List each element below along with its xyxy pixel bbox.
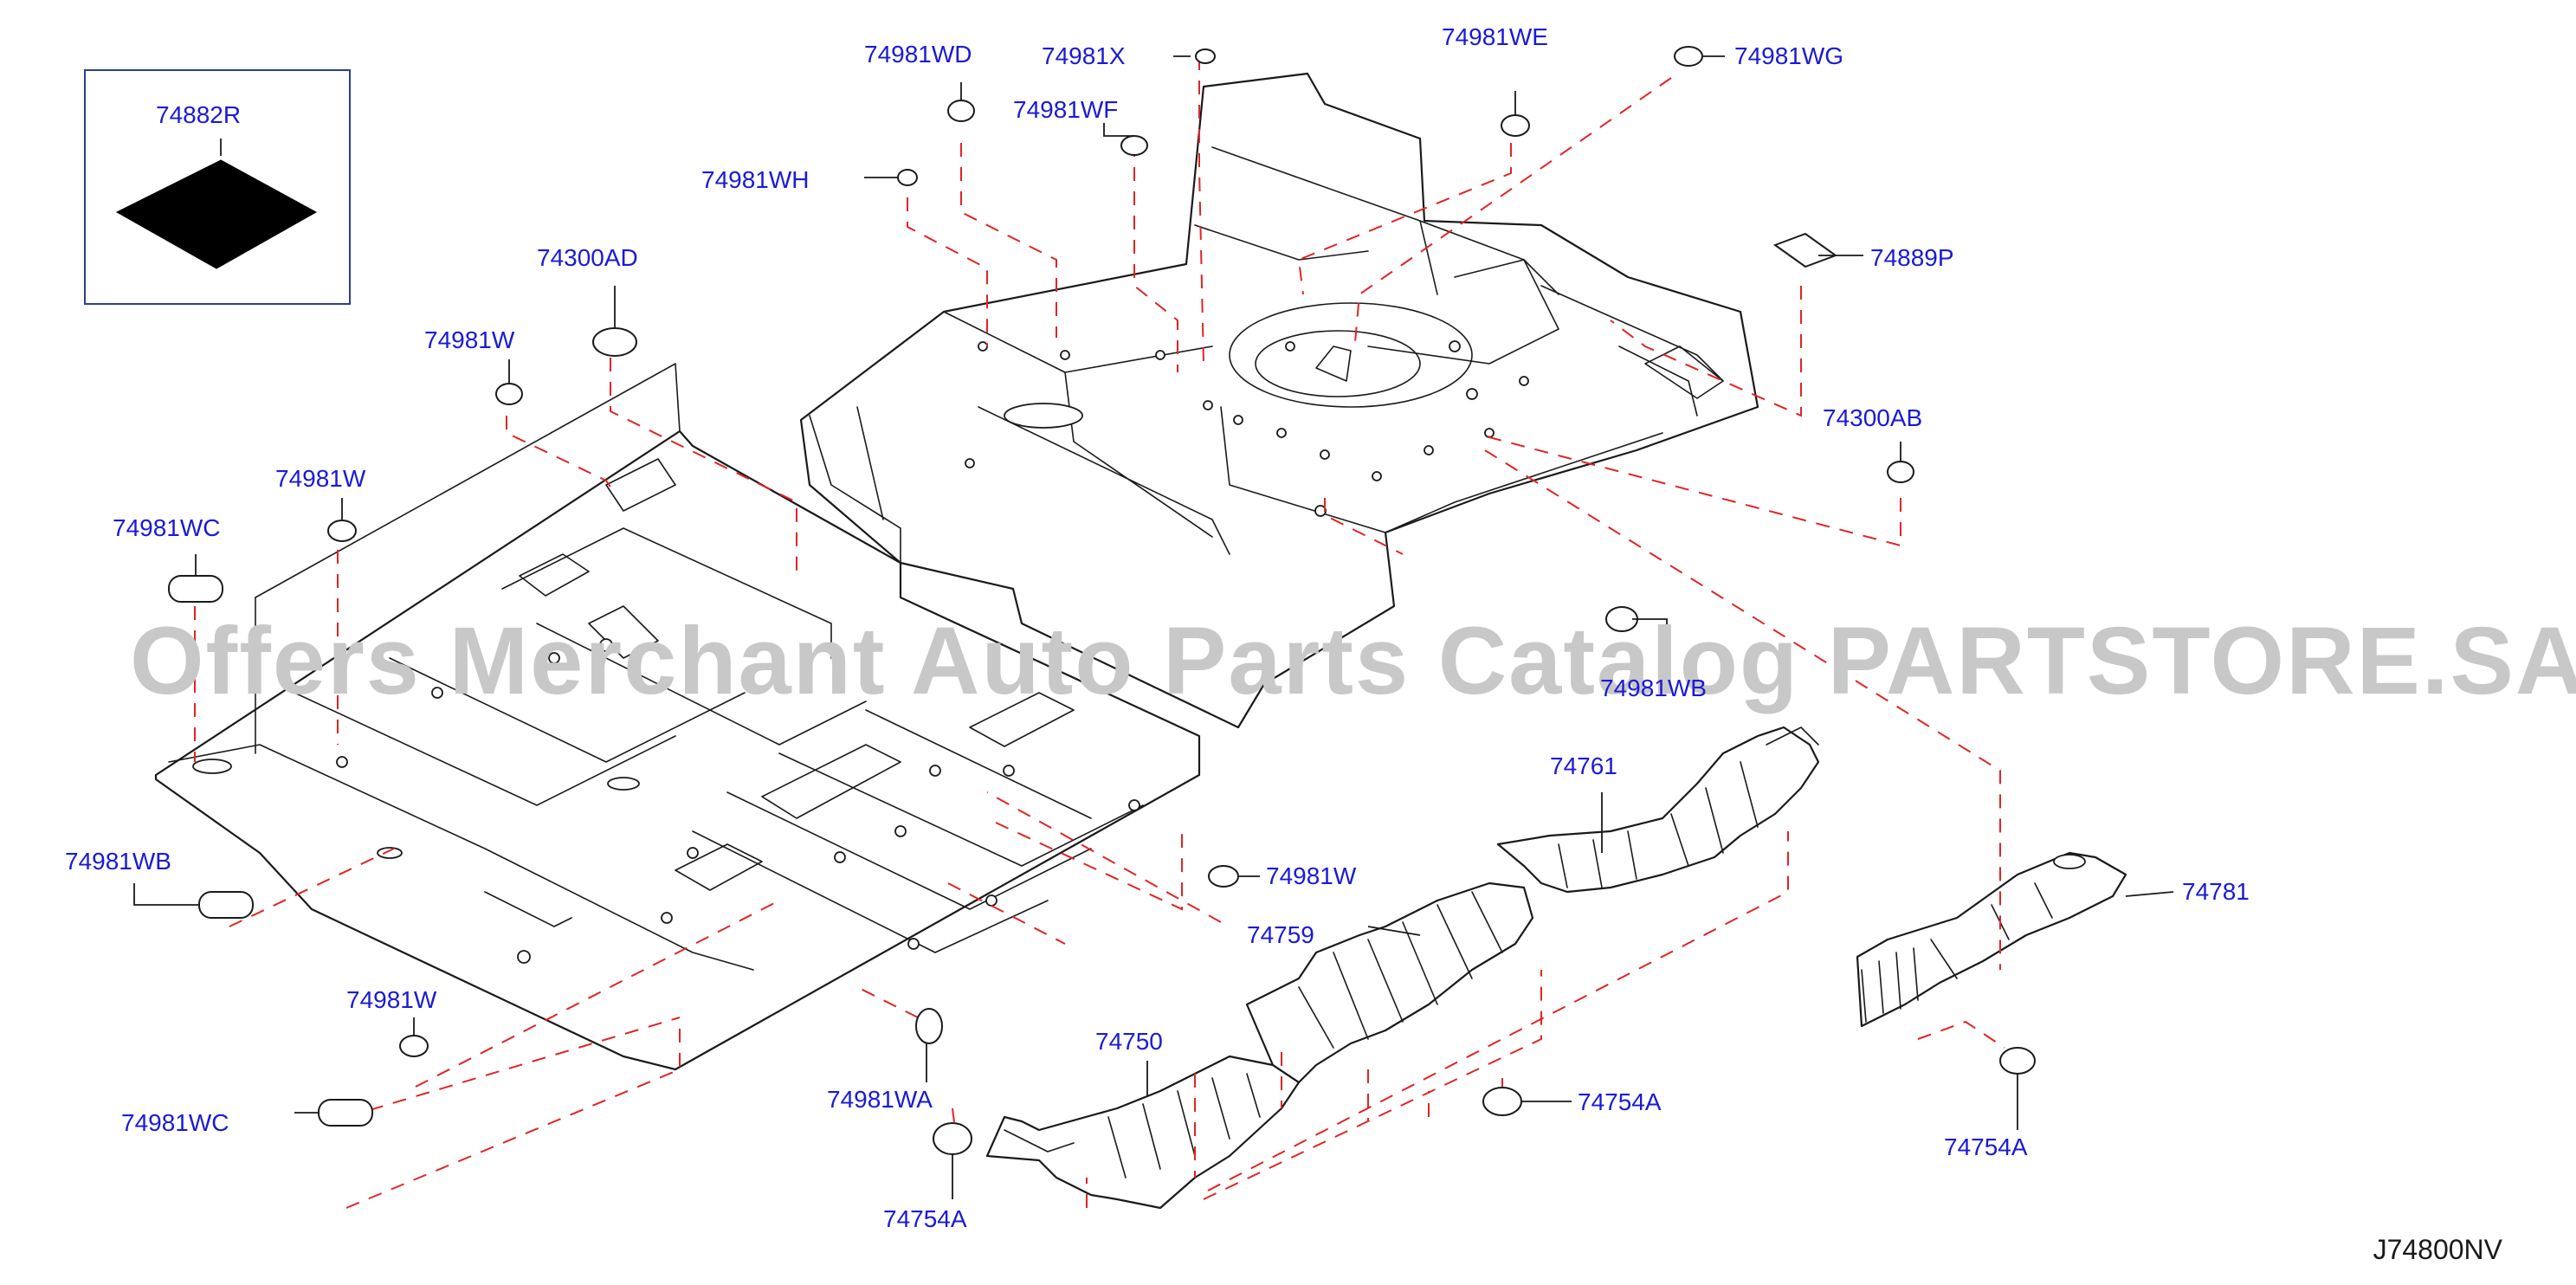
callout-74754a-bottom[interactable]: 74754A xyxy=(883,1205,967,1232)
callout-74981wb-left[interactable]: 74981WB xyxy=(65,848,171,875)
callout-74981w-a[interactable]: 74981W xyxy=(424,326,515,353)
plug-74981wb-left xyxy=(198,891,254,919)
plug-74981x xyxy=(1195,48,1216,64)
plug-74981we xyxy=(1501,114,1530,137)
sound-pad-74882r xyxy=(115,159,318,269)
callout-74981w-b[interactable]: 74981W xyxy=(275,465,366,492)
grommet-74754a-mid xyxy=(1482,1087,1522,1116)
front-floor-panel xyxy=(154,363,1201,1071)
callout-74882r[interactable]: 74882R xyxy=(156,101,242,128)
callout-74981wh[interactable]: 74981WH xyxy=(701,166,810,193)
callout-74981wd[interactable]: 74981WD xyxy=(864,41,972,68)
callout-74981wa[interactable]: 74981WA xyxy=(827,1086,933,1113)
plug-74981w-c xyxy=(399,1035,429,1057)
patch-74889p xyxy=(1772,232,1838,268)
callout-74981w-mid[interactable]: 74981W xyxy=(1266,862,1357,889)
fasteners xyxy=(168,46,2036,1155)
plug-74981wc-b xyxy=(318,1099,373,1127)
plug-74981wc-a xyxy=(168,575,223,603)
assembly-lines xyxy=(194,56,2014,1209)
callout-74981wg[interactable]: 74981WG xyxy=(1734,42,1844,69)
callout-74981w-c[interactable]: 74981W xyxy=(346,986,437,1013)
callout-74300ad[interactable]: 74300AD xyxy=(537,244,638,271)
inset-frame xyxy=(84,69,351,305)
callout-74759[interactable]: 74759 xyxy=(1247,921,1314,948)
plug-74981w-mid xyxy=(1208,865,1239,888)
plug-74981w-b xyxy=(327,520,357,542)
plug-74981wf xyxy=(1120,135,1148,156)
insulator-74750 xyxy=(985,1055,1301,1210)
callout-74981wc-b[interactable]: 74981WC xyxy=(121,1109,229,1136)
callout-74981x[interactable]: 74981X xyxy=(1042,42,1126,69)
plug-74300ab xyxy=(1887,461,1914,483)
grommet-74754a-right xyxy=(1999,1047,2036,1075)
grommet-74754a-bottom xyxy=(933,1122,972,1155)
plug-74981wg xyxy=(1674,46,1703,67)
plug-74981w-a xyxy=(495,383,523,405)
callout-74981wb-right[interactable]: 74981WB xyxy=(1600,675,1707,701)
callout-74754a-mid[interactable]: 74754A xyxy=(1578,1088,1662,1115)
callout-74889p[interactable]: 74889P xyxy=(1870,244,1954,271)
callout-74981we[interactable]: 74981WE xyxy=(1442,23,1548,50)
callout-74754a-right[interactable]: 74754A xyxy=(1944,1133,2028,1160)
leader-lines xyxy=(133,55,2174,1199)
rear-floor-panel xyxy=(799,72,1759,729)
insulator-74761 xyxy=(1496,726,1820,894)
plug-74981wh xyxy=(897,169,918,186)
callout-74300ab[interactable]: 74300AB xyxy=(1823,404,1923,431)
insulator-74781 xyxy=(1856,851,2127,1028)
plug-74981wa xyxy=(915,1008,943,1044)
callout-74761[interactable]: 74761 xyxy=(1550,752,1617,779)
insulator-74759 xyxy=(1245,881,1534,1084)
plug-74981wd xyxy=(947,100,975,122)
diagram-code: J74800NV xyxy=(2373,1234,2502,1265)
watermark: Offers Merchant Auto Parts Catalog PARTS… xyxy=(130,608,2576,714)
callout-74981wc-a[interactable]: 74981WC xyxy=(113,514,221,541)
callout-74781[interactable]: 74781 xyxy=(2182,878,2250,905)
callout-74750[interactable]: 74750 xyxy=(1095,1028,1163,1055)
callout-74981wf[interactable]: 74981WF xyxy=(1013,96,1119,123)
plug-74300ad xyxy=(592,327,637,357)
